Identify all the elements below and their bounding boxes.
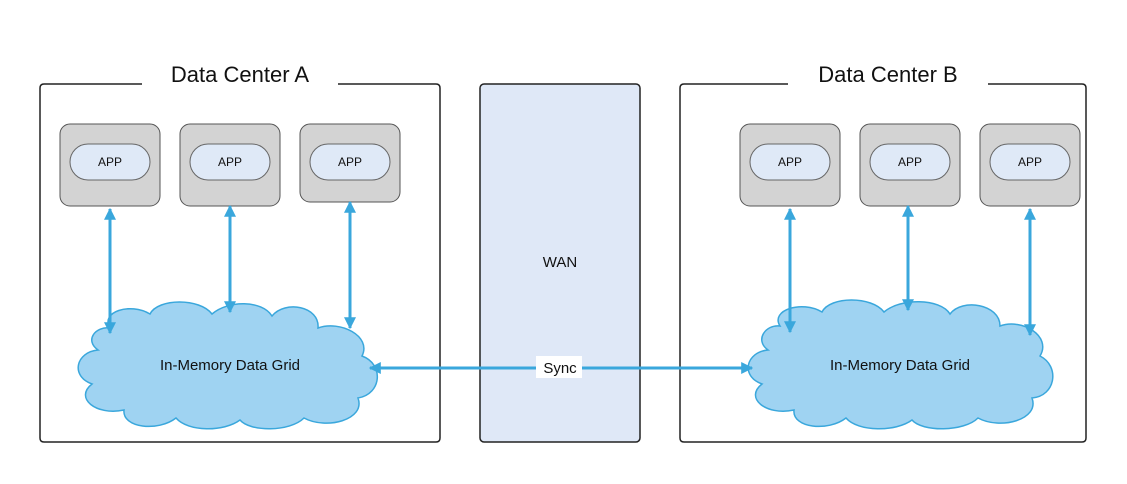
app-label: APP: [98, 155, 122, 169]
wan-label: WAN: [543, 254, 577, 271]
app-node: APP: [59, 123, 161, 207]
app-node: APP: [299, 123, 401, 203]
wan-region: WAN: [479, 83, 641, 443]
app-label: APP: [778, 155, 802, 169]
data-center-a-frame: [39, 83, 441, 443]
data-grid-cloud: In-Memory Data Grid: [747, 299, 1054, 430]
app-label: APP: [218, 155, 242, 169]
data-grid-cloud: In-Memory Data Grid: [77, 301, 379, 430]
data-grid-label: In-Memory Data Grid: [830, 357, 970, 374]
data-center-a: Data Center A APP APP APP In-Memory Data…: [39, 62, 441, 443]
data-center-b: Data Center B APP APP APP In-Memory Data…: [679, 62, 1087, 443]
sync-link: Sync: [368, 356, 754, 378]
sync-label-background: [536, 356, 582, 378]
sync-label: Sync: [543, 360, 577, 377]
data-center-a-title: Data Center A: [171, 62, 310, 87]
app-node: APP: [979, 123, 1081, 207]
data-grid-label: In-Memory Data Grid: [160, 357, 300, 374]
data-center-b-frame: [679, 83, 1087, 443]
app-node: APP: [739, 123, 841, 207]
app-label: APP: [338, 155, 362, 169]
app-node: APP: [179, 123, 281, 207]
app-label: APP: [898, 155, 922, 169]
app-label: APP: [1018, 155, 1042, 169]
data-center-b-title: Data Center B: [818, 62, 957, 87]
app-node: APP: [859, 123, 961, 207]
